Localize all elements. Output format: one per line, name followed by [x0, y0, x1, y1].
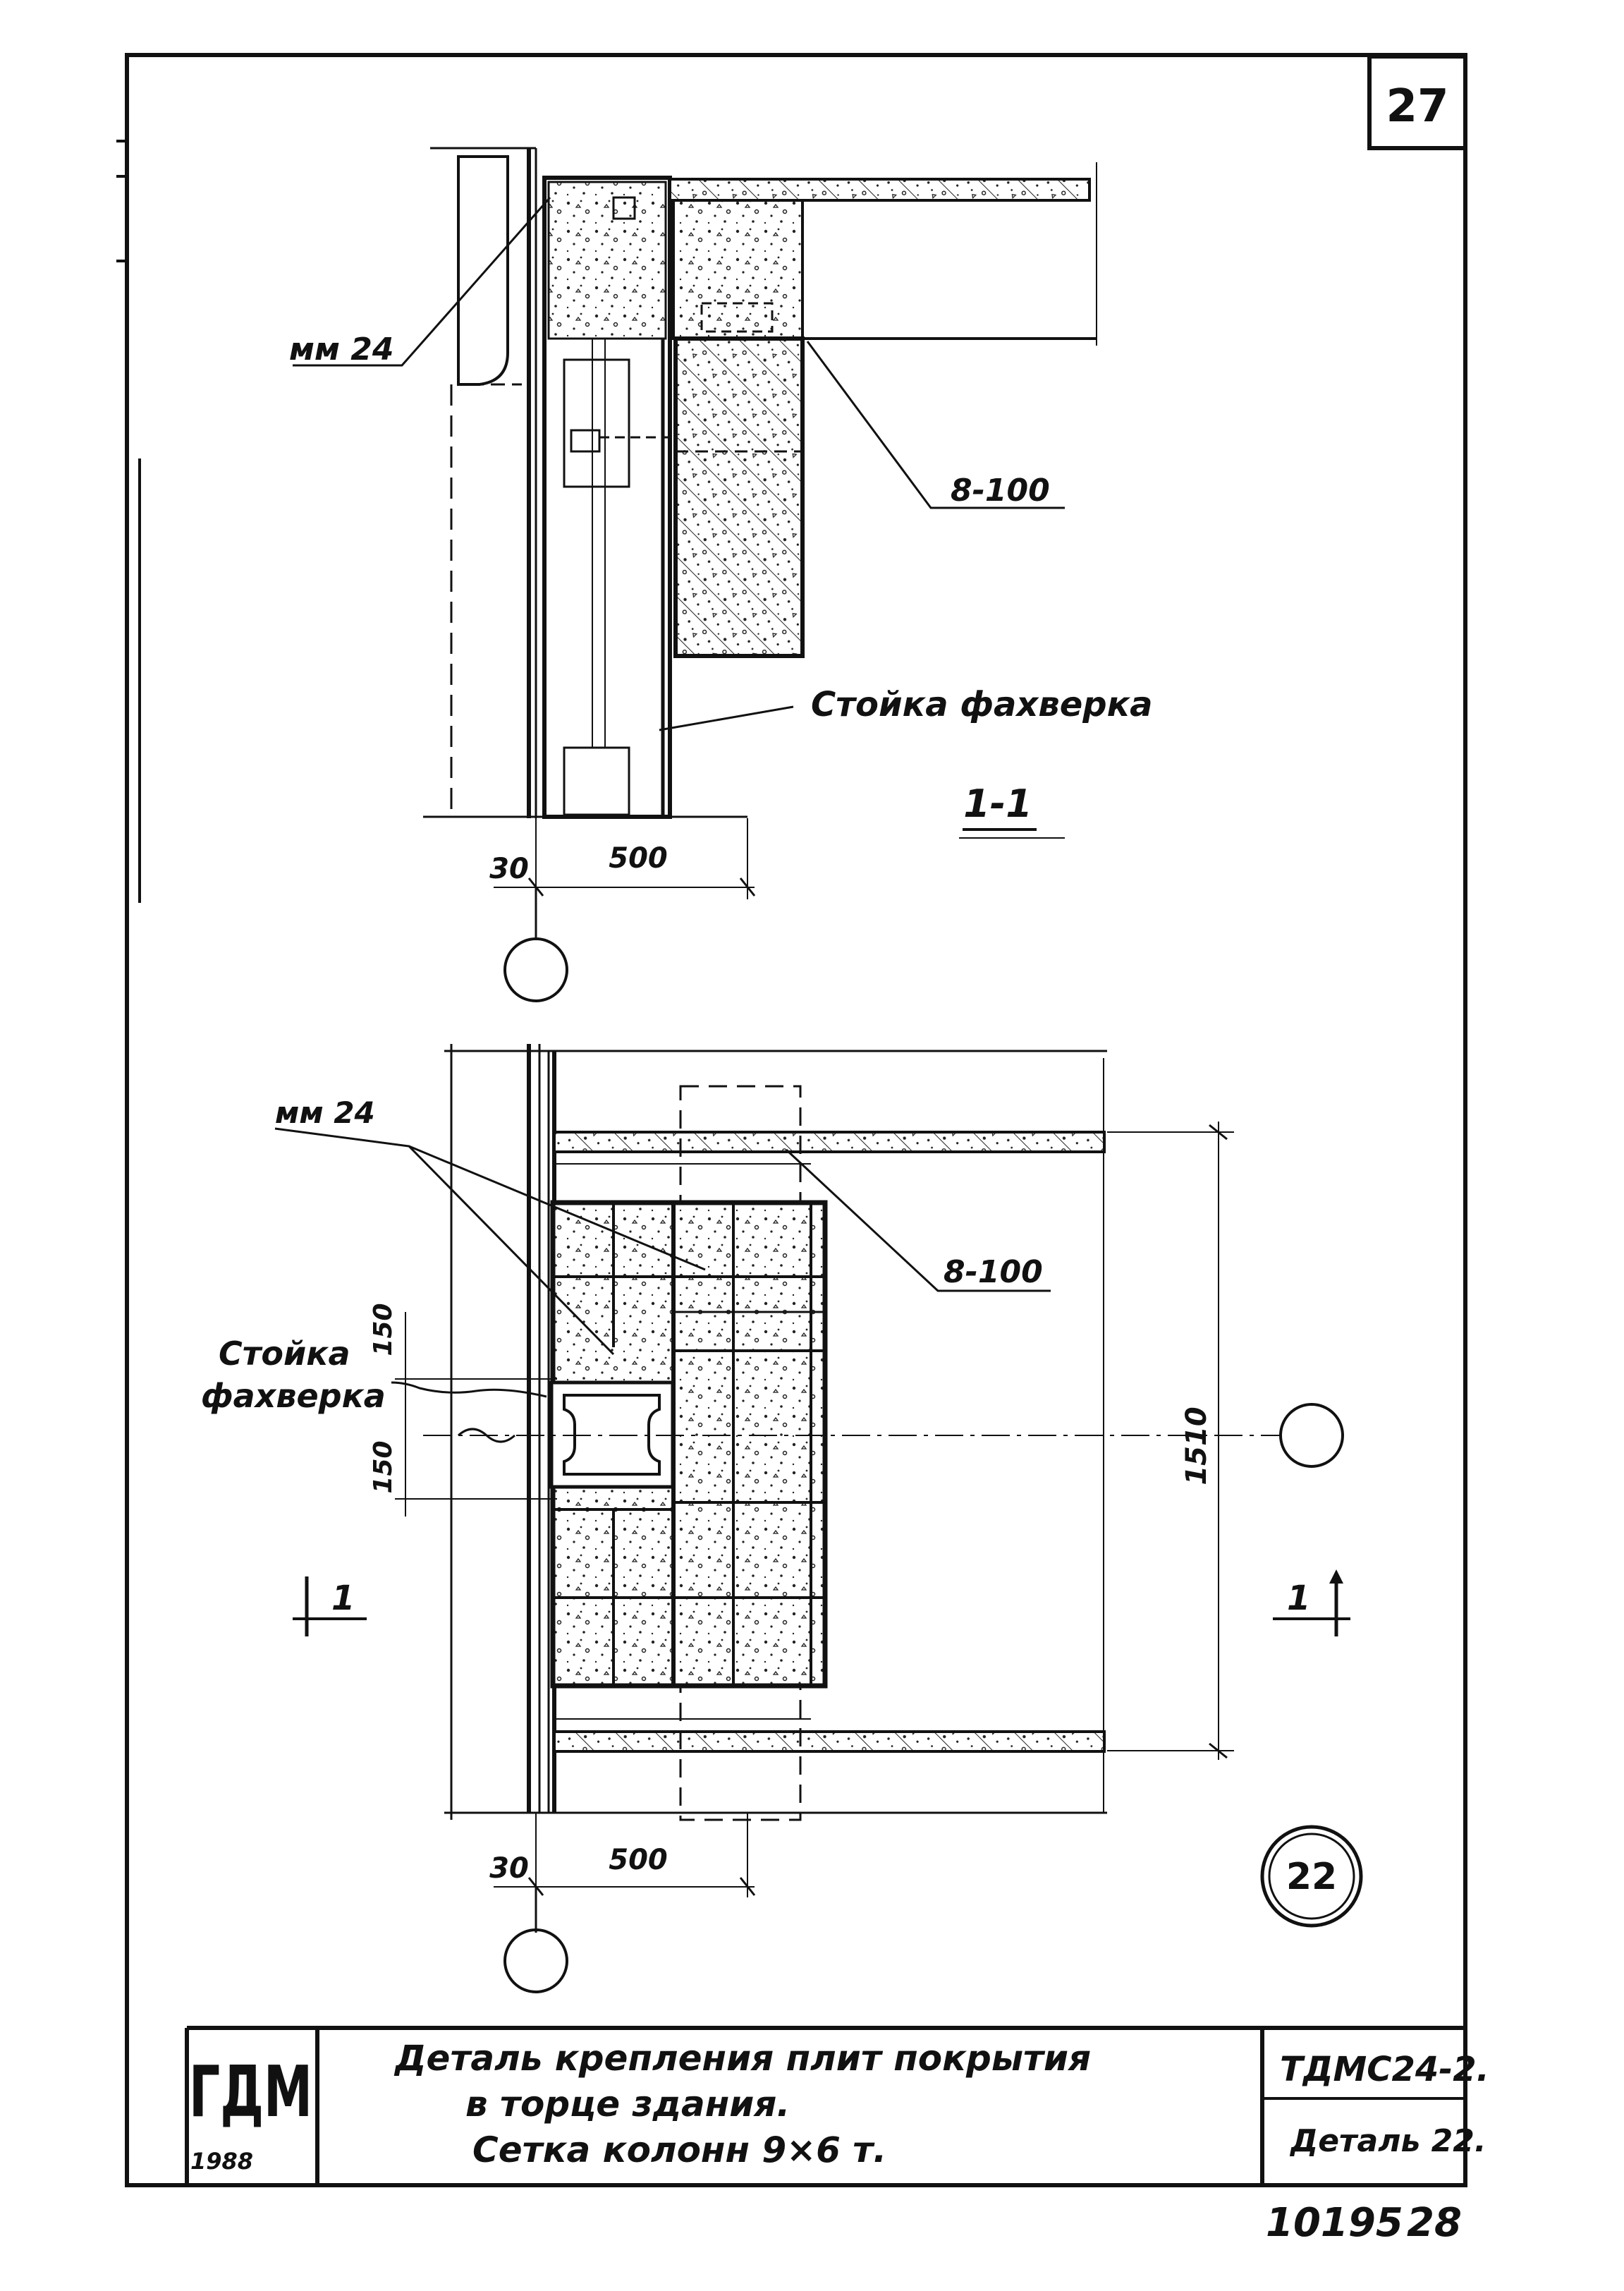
label-post-plan-2: фахверка [201, 1377, 386, 1415]
logo-year: 1988 [190, 2148, 253, 2175]
label-rebar-plan: 8-100 [944, 1254, 1043, 1290]
slab-block [672, 199, 804, 340]
dim-150-bottom: 150 [369, 1440, 398, 1493]
dim-150-top: 150 [369, 1303, 398, 1356]
doc-detail: Деталь 22. [1289, 2123, 1486, 2159]
sheet-number-box: 27 [1367, 54, 1467, 150]
title-line-3: Сетка колонн 9×6 т. [472, 2129, 886, 2170]
svg-text:1: 1 [331, 1579, 355, 1618]
plan-view: 150 150 1510 мм 24 8-100 Стойка фахверка… [201, 1044, 1363, 1993]
detail-bubble: 22 [1260, 1825, 1363, 1928]
bottom-page: 28 [1407, 2200, 1462, 2246]
roof-slab [668, 178, 1091, 202]
dim-offset-top: 30 [489, 853, 529, 885]
axis-bubble-right [1279, 1403, 1344, 1468]
slab-band-bottom [553, 1730, 1106, 1753]
axis-bubble-bottom [503, 1928, 568, 1993]
section-mark: 1-1 [963, 782, 1032, 826]
svg-text:1: 1 [1287, 1579, 1310, 1618]
doc-code: ТДМС24-2. [1280, 2050, 1489, 2089]
dim-width-top: 500 [609, 842, 668, 875]
wall-outline [457, 155, 509, 386]
cut-marker-left: 1 [293, 1576, 367, 1636]
logo-gdm: ГДМ [189, 2050, 312, 2133]
title-line-1: Деталь крепления плит покрытия [393, 2038, 1091, 2079]
sheet-frame [116, 53, 1467, 2187]
bottom-number: 10195 [1266, 2200, 1403, 2246]
dim-offset-plan: 30 [489, 1852, 529, 1885]
dim-1510: 1510 [1180, 1406, 1213, 1485]
label-anchor-top: мм 24 [289, 332, 393, 367]
section-1-1-view: мм 24 8-100 Стойка фахверка 1-1 30 500 [289, 147, 1153, 1002]
sheet-number: 27 [1386, 80, 1448, 133]
slab-band-top [553, 1131, 1106, 1153]
plate-hatched [673, 336, 805, 658]
cut-marker-right: 1 [1273, 1569, 1350, 1636]
label-post-top: Стойка фахверка [811, 685, 1153, 724]
svg-text:22: 22 [1286, 1856, 1337, 1898]
axis-bubble [503, 937, 568, 1002]
label-rebar-top: 8-100 [951, 473, 1050, 509]
label-post-plan-1: Стойка [219, 1335, 350, 1373]
title-line-2: в торце здания. [465, 2084, 790, 2125]
label-anchor-plan: мм 24 [275, 1095, 375, 1130]
title-block: ГДМ 1988 Деталь крепления плит покрытия … [185, 2026, 1489, 2185]
dim-width-plan: 500 [609, 1844, 668, 1876]
